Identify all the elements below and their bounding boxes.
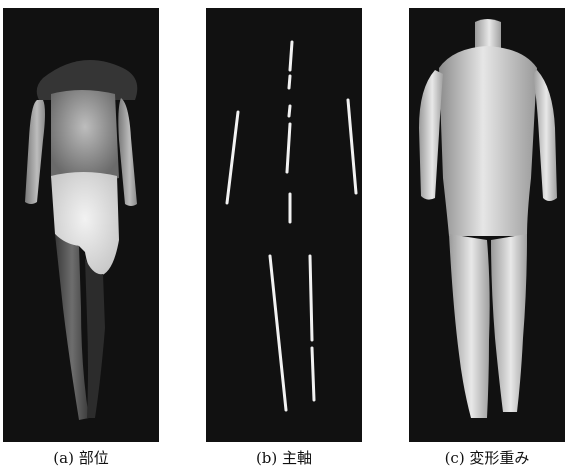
axis-left-leg <box>270 256 286 410</box>
axis-head-lower <box>289 76 290 88</box>
left-leg-shape <box>449 234 490 418</box>
axis-left-arm <box>227 112 238 203</box>
caption-body-parts: (a) 部位 <box>3 448 159 468</box>
right-arm-region <box>118 98 137 206</box>
panel-principal-axes <box>206 8 362 442</box>
panel-deformation-weights <box>409 8 565 442</box>
right-leg-shape <box>491 234 527 412</box>
deformation-weights-figure <box>409 8 565 442</box>
left-arm-shape <box>419 70 443 200</box>
axis-right-leg-upper <box>310 256 312 340</box>
body-parts-figure <box>3 8 159 442</box>
axis-torso-upper <box>287 124 290 172</box>
left-leg-region <box>55 234 89 420</box>
right-leg-region <box>85 258 105 418</box>
torso-shape <box>439 46 537 236</box>
caption-principal-axes: (b) 主軸 <box>206 448 362 468</box>
axis-right-arm <box>348 100 356 193</box>
right-arm-shape <box>533 70 557 201</box>
torso-region <box>51 90 119 182</box>
axis-head-upper <box>290 42 292 70</box>
left-arm-region <box>25 100 45 204</box>
axis-neck <box>289 106 290 116</box>
caption-deformation-weights: (c) 変形重み <box>409 448 565 468</box>
panel-body-parts <box>3 8 159 442</box>
axis-right-leg-lower <box>312 348 314 400</box>
principal-axes-figure <box>206 8 362 442</box>
